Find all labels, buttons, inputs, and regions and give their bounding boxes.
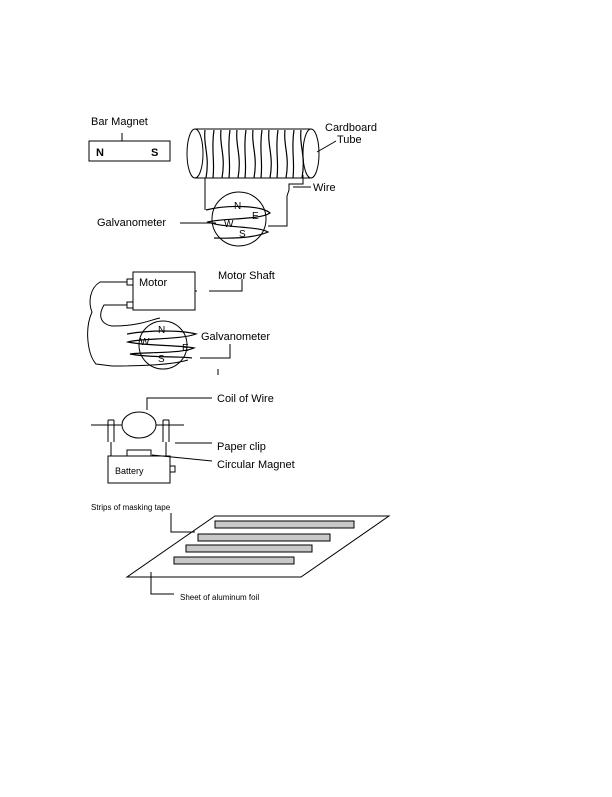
compass-1 <box>211 191 267 247</box>
coil-leader <box>146 397 212 410</box>
motor-terminal-top <box>126 278 134 286</box>
motor-shaft-leader <box>209 279 243 292</box>
tube-left-end <box>186 128 204 179</box>
tape-strip-1 <box>214 520 355 529</box>
bar-magnet-body <box>88 140 171 162</box>
compass-2-east: E <box>182 343 189 354</box>
coil-of-wire <box>121 411 157 439</box>
aluminum-foil-leader <box>150 572 174 595</box>
cardboard-tube-label-2: Tube <box>337 134 362 146</box>
paper-clip-left <box>107 419 115 442</box>
circular-magnet <box>126 449 152 457</box>
coil-label: Coil of Wire <box>217 393 274 405</box>
motor-wire-outer <box>87 281 189 367</box>
galvanometer-1-coil <box>205 205 271 239</box>
tube-outline <box>195 128 311 179</box>
galvanometer-1-label: Galvanometer <box>97 217 166 229</box>
tube-right-end <box>302 128 320 179</box>
motor-shaft-label: Motor Shaft <box>218 270 275 282</box>
figure-foil-tape: Strips of masking tape Sheet of aluminum… <box>91 503 391 602</box>
motor-wire-inner <box>100 304 161 327</box>
tube-wire-windings <box>204 129 304 179</box>
aluminum-foil-sheet <box>125 515 391 578</box>
galvanometer-1: N E W S <box>205 191 271 247</box>
tape-strip-2 <box>197 533 331 542</box>
compass-2-south: S <box>158 354 165 365</box>
wire-right-lead <box>268 175 304 227</box>
circular-magnet-leader <box>151 454 213 462</box>
compass-2 <box>138 320 188 370</box>
compass-2-north: N <box>158 325 165 336</box>
compass-1-south: S <box>239 229 246 240</box>
bar-magnet-south: S <box>151 147 158 159</box>
battery-label: Battery <box>115 466 144 476</box>
paper-clip-label: Paper clip <box>217 441 266 453</box>
cardboard-tube-label: Cardboard <box>325 122 377 134</box>
paper-clip-right <box>162 419 170 442</box>
compass-1-west: W <box>224 219 234 230</box>
aluminum-foil-label: Sheet of aluminum foil <box>180 593 259 602</box>
bar-magnet-label: Bar Magnet <box>91 116 148 128</box>
compass-2-west: W <box>140 337 150 348</box>
figure-simple-motor: Battery Coil of Wire Paper clip Circular… <box>91 393 295 484</box>
masking-tape-label: Strips of masking tape <box>91 503 171 512</box>
compass-1-north: N <box>234 201 241 212</box>
motor-label: Motor <box>139 277 167 289</box>
bar-magnet-north: N <box>96 147 104 159</box>
compass-1-east: E <box>252 211 259 222</box>
circular-magnet-label: Circular Magnet <box>217 459 295 471</box>
cardboard-tube-leader <box>316 140 337 153</box>
galvanometer-2-label: Galvanometer <box>201 331 270 343</box>
galvanometer-2-leader <box>200 344 231 359</box>
galvanometer-2-coil <box>125 330 199 359</box>
figure-motor-generator: Motor Motor Shaft N E W S Galvanometer <box>87 270 275 375</box>
motor-terminal-bottom <box>126 301 134 309</box>
tape-strip-3 <box>185 544 313 553</box>
galvanometer-2: N E W S <box>125 320 199 370</box>
tape-strip-4 <box>173 556 295 565</box>
battery-terminal <box>169 465 176 473</box>
cardboard-tube <box>186 128 320 179</box>
paper-clip-legs <box>110 442 167 456</box>
figure-induction-tube: Bar Magnet N S Cardboard Tube Wire N E W… <box>88 116 377 247</box>
masking-tape-leader <box>170 513 195 533</box>
bar-magnet: N S <box>88 133 171 162</box>
wire-label: Wire <box>313 182 336 194</box>
